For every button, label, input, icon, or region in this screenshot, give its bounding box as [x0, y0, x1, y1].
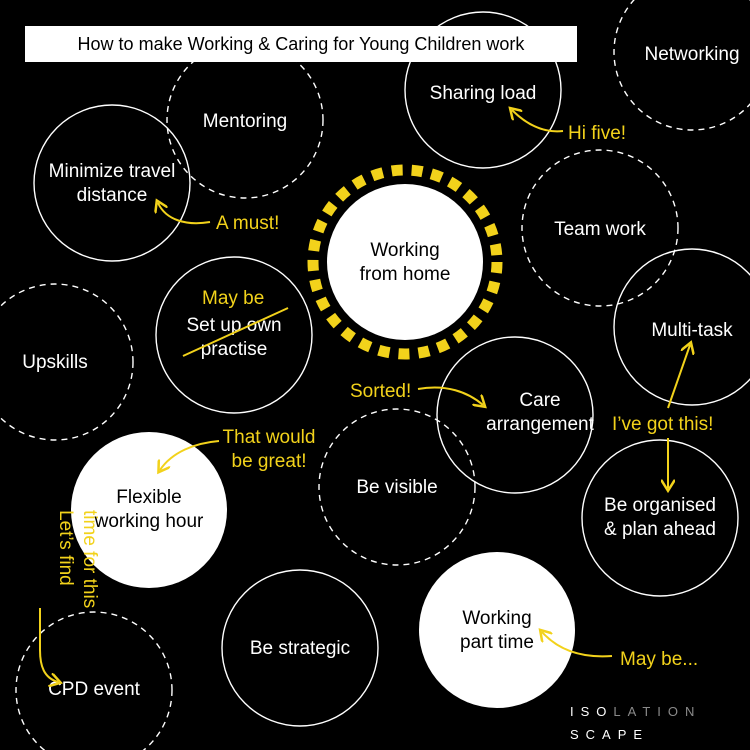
arrow-a-must [158, 203, 211, 225]
text-line: May be [202, 288, 264, 309]
text-line: Working [370, 240, 439, 261]
circle-be-organised [581, 439, 739, 597]
label-be-visible: Be visible [356, 477, 437, 498]
label-mentoring: Mentoring [203, 111, 288, 132]
label-care-arrangement: Care arrangement [486, 390, 594, 435]
text-line: distance [77, 185, 148, 206]
label-networking: Networking [644, 44, 739, 65]
arrow-hi-five [512, 110, 564, 133]
brand-logo-line-1: ISOLATION [570, 704, 701, 719]
annotation-a-must: A must! [216, 213, 279, 234]
text-line: CPD event [48, 679, 141, 700]
label-minimize-travel: Minimize travel distance [49, 161, 176, 206]
label-be-strategic: Be strategic [250, 638, 350, 659]
text-line: May be... [620, 649, 698, 670]
brand-logo-line-2: SCAPE [570, 727, 649, 742]
label-team-work: Team work [554, 219, 646, 240]
label-be-organised: Be organised & plan ahead [604, 495, 716, 540]
text-line: Flexible [116, 487, 181, 508]
annotation-got-this: I’ve got this! [612, 414, 713, 435]
text-line: I’ve got this! [612, 414, 713, 435]
annotation-may-be-top: May be [202, 288, 264, 309]
arrow-sorted [417, 386, 483, 405]
circle-multi-task [613, 248, 750, 406]
text-line: Hi five! [568, 123, 626, 144]
circle-networking [613, 0, 750, 131]
text-line: time for this [79, 510, 100, 608]
page-title-text: How to make Working & Caring for Young C… [77, 33, 525, 54]
page-title: How to make Working & Caring for Young C… [25, 26, 577, 62]
arrow-would-be-great [160, 440, 220, 470]
circle-be-strategic [221, 569, 379, 727]
annotation-hi-five: Hi five! [568, 123, 626, 144]
circle-minimize-travel [33, 104, 191, 262]
circle-be-visible [318, 408, 476, 566]
annotation-sorted: Sorted! [350, 381, 411, 402]
text-line: working hour [94, 511, 204, 532]
text-line: Networking [644, 44, 739, 65]
arrow-may-be-bottom [542, 632, 613, 658]
circle-working-part-time [419, 552, 575, 708]
circle-working-from-home [327, 184, 483, 340]
circle-care-arrangement [436, 336, 594, 494]
label-set-up-own-practise: Set up own practise [186, 315, 281, 360]
text-line: practise [201, 339, 268, 360]
text-line: Multi-task [651, 320, 733, 341]
text-line: Care [519, 390, 560, 411]
circle-team-work [521, 149, 679, 307]
text-line: Set up own [186, 315, 281, 336]
text-line: Upskills [22, 352, 87, 373]
annotation-would-be-great: That would be great! [223, 427, 316, 472]
circle-flexible-working-hour [71, 432, 227, 588]
text-line: Working [462, 608, 531, 629]
text-line: & plan ahead [604, 519, 716, 540]
text-line: Sorted! [350, 381, 411, 402]
text-line: part time [460, 632, 534, 653]
label-multi-task: Multi-task [651, 320, 733, 341]
strike-through-line [182, 307, 289, 357]
circle-sharing-load [404, 11, 562, 169]
text-line: Let’s find [55, 510, 76, 586]
annotation-may-be-bottom: May be... [620, 649, 698, 670]
label-sharing-load: Sharing load [430, 83, 537, 104]
text-line: A must! [216, 213, 279, 234]
text-line: Sharing load [430, 83, 537, 104]
label-upskills: Upskills [22, 352, 87, 373]
text-line: Team work [554, 219, 646, 240]
arrow-find-time [39, 608, 58, 682]
text-line: Be visible [356, 477, 437, 498]
label-working-part-time: Working part time [460, 608, 534, 653]
text-line: arrangement [486, 414, 594, 435]
arrow-to-multi-task [667, 345, 690, 409]
label-flexible-working-hour: Flexible working hour [94, 487, 204, 532]
text-line: Be organised [604, 495, 716, 516]
text-line: Minimize travel [49, 161, 176, 182]
label-working-from-home: Working from home [360, 240, 451, 285]
text-line: Be strategic [250, 638, 350, 659]
text-line: Mentoring [203, 111, 288, 132]
text-line: from home [360, 264, 451, 285]
label-cpd-event: CPD event [48, 679, 141, 700]
circle-working-from-home-ring [307, 164, 503, 360]
brand-text-iso: ISO [570, 704, 614, 719]
circle-set-up-own-practise [155, 256, 313, 414]
text-line: That would [223, 427, 316, 448]
circle-cpd-event [15, 611, 173, 750]
circle-upskills [0, 283, 134, 441]
text-line: be great! [232, 451, 307, 472]
brand-text-scape: SCAPE [570, 727, 650, 742]
brand-text-lation: LATION [613, 704, 702, 719]
